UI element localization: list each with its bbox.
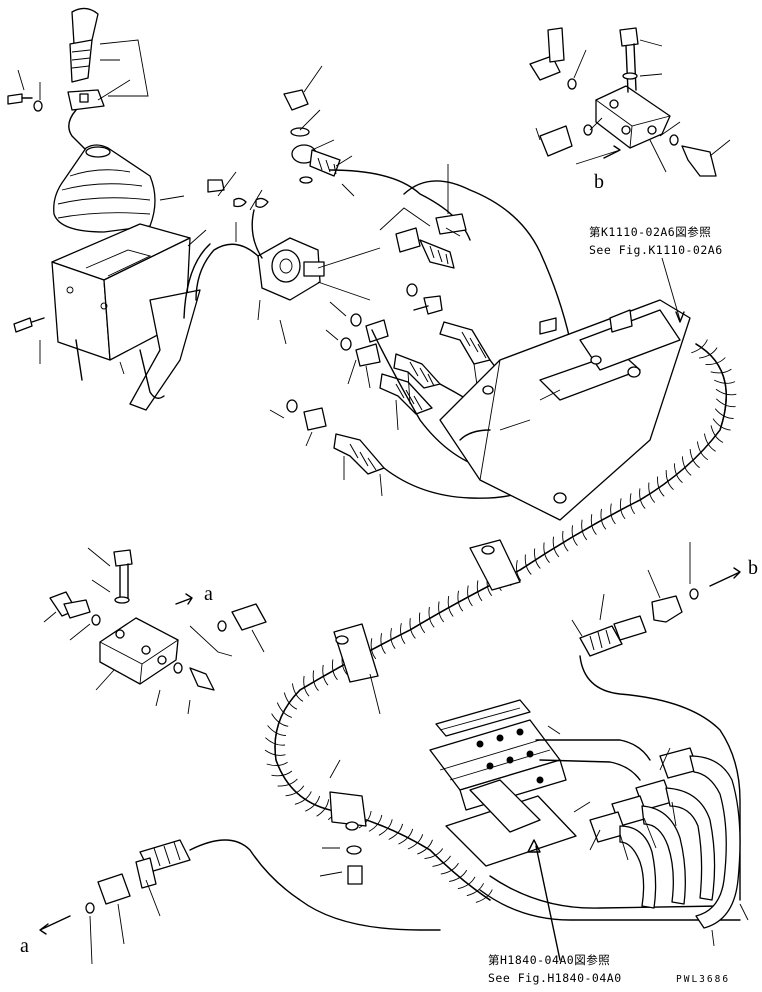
valve-block-b: [529, 27, 731, 177]
hose-to-a: [39, 839, 441, 965]
spiral-wrap-mark: [331, 659, 338, 681]
spiral-wrapped-harness: [264, 339, 741, 921]
spiral-wrap-mark: [409, 618, 416, 639]
spiral-wrap-mark: [516, 560, 522, 581]
spiral-wrap-mark: [407, 834, 424, 850]
spiral-wrap-mark: [691, 339, 708, 354]
control-lever-assembly: [7, 7, 207, 411]
drawing-code: PWL3686: [676, 974, 730, 985]
spiral-wrap-mark: [629, 493, 636, 515]
top-reference-line1: 第K1110-02A6図参照: [589, 225, 711, 239]
pilot-valve-assembly: [183, 65, 571, 499]
spiral-wrap-mark: [639, 488, 646, 509]
spiral-wrap-mark: [466, 883, 485, 897]
spiral-wrap-mark: [534, 548, 541, 569]
spiral-wrap-mark: [552, 536, 560, 558]
spiral-wrap-mark: [418, 612, 426, 634]
spiral-wrap-mark: [543, 542, 550, 564]
spiral-wrap-mark: [475, 889, 493, 903]
spiral-wrap-mark: [705, 357, 726, 365]
spiral-wrap-mark: [305, 795, 321, 812]
spiral-wrap-mark: [428, 606, 435, 628]
spiral-wrap-mark: [398, 828, 414, 845]
spiral-wrap-mark: [581, 519, 588, 541]
spiral-wrap-mark: [619, 498, 626, 520]
spiral-wrap-mark: [689, 449, 700, 469]
spiral-wrap-mark: [390, 628, 396, 649]
spiral-wrap-mark: [322, 664, 329, 686]
spiral-wrap-mark: [714, 379, 736, 384]
spiral-wrap-mark: [312, 670, 319, 691]
spiral-wrap-mark: [696, 441, 709, 461]
spiral-wrap-mark: [266, 761, 288, 766]
spiral-wrap-mark: [438, 601, 445, 623]
spiral-wrap-mark: [703, 433, 716, 452]
spiral-wrap-mark: [449, 869, 468, 882]
valve-block-a: [43, 547, 267, 715]
spiral-wrap-mark: [265, 737, 286, 746]
spiral-wrap-mark: [358, 810, 372, 829]
spiral-wrap-mark: [665, 470, 674, 491]
bottom-reference-line1: 第H1840-04A0図参照: [488, 953, 610, 967]
spiral-wrap-mark: [316, 799, 330, 817]
spiral-wrap-mark: [388, 823, 404, 840]
spiral-wrap-mark: [524, 554, 532, 575]
spiral-wrap-mark: [417, 839, 433, 855]
bottom-reference-line2: See Fig.H1840-04A0: [488, 971, 622, 985]
spiral-wrap-mark: [610, 503, 616, 525]
spiral-wrap-mark: [571, 525, 578, 546]
spiral-wrap-mark: [294, 791, 312, 805]
marker-b-right: b: [748, 557, 758, 579]
spiral-wrap-mark: [277, 778, 298, 787]
spiral-wrap-mark: [715, 388, 737, 396]
spiral-wrap-mark: [400, 623, 406, 644]
spiral-wrap-mark: [600, 508, 607, 530]
spiral-wrap-mark: [424, 848, 444, 860]
spiral-wrap-mark: [457, 590, 464, 612]
spiral-wrap-mark: [712, 418, 731, 431]
spiral-wrap-mark: [264, 749, 286, 756]
fittings-to-b: [571, 542, 741, 901]
spiral-wrap-mark: [590, 514, 597, 535]
clamp-bolts: [319, 845, 363, 885]
marker-b-upper: b: [594, 171, 604, 193]
spiral-wrap-mark: [476, 580, 483, 602]
spiral-wrap-mark: [562, 530, 569, 552]
spiral-wrap-mark: [657, 476, 665, 497]
spiral-wrap-mark: [368, 814, 383, 832]
spiral-wrap-mark: [440, 862, 459, 875]
spiral-wrap-mark: [271, 713, 289, 727]
spiral-wrap-mark: [681, 456, 692, 476]
spiral-wrap-mark: [285, 785, 305, 797]
spiral-wrap-mark: [271, 770, 293, 777]
spiral-wrap-mark: [447, 596, 454, 617]
spiral-wrap-mark: [710, 368, 732, 374]
spiral-wrap-mark: [291, 683, 304, 702]
marker-a-lower: a: [20, 935, 29, 957]
top-reference-line2: See Fig.K1110-02A6: [589, 243, 723, 257]
spiral-wrap-mark: [467, 585, 473, 607]
lower-control-valve-assembly: [429, 699, 749, 961]
spiral-wrap-mark: [710, 425, 724, 443]
spiral-wrap-mark: [303, 675, 310, 697]
spiral-wrap-mark: [648, 482, 656, 503]
spiral-wrap-mark: [432, 855, 451, 867]
spiral-wrap-mark: [378, 819, 393, 836]
spiral-wrap-mark: [380, 633, 386, 654]
spiral-wrap-mark: [457, 876, 476, 890]
marker-a-upper: a: [204, 583, 213, 605]
upper-bracket-assembly: [439, 299, 691, 521]
spiral-wrap-mark: [699, 347, 718, 359]
spiral-wrap-mark: [370, 638, 377, 660]
spiral-wrap-mark: [715, 398, 736, 408]
spiral-wrap-marks: [264, 339, 737, 903]
spiral-wrap-mark: [276, 702, 293, 718]
spiral-wrap-mark: [673, 463, 683, 484]
spiral-wrap-mark: [267, 725, 286, 736]
spiral-wrap-mark: [714, 408, 734, 419]
spiral-wrap-mark: [283, 692, 298, 710]
